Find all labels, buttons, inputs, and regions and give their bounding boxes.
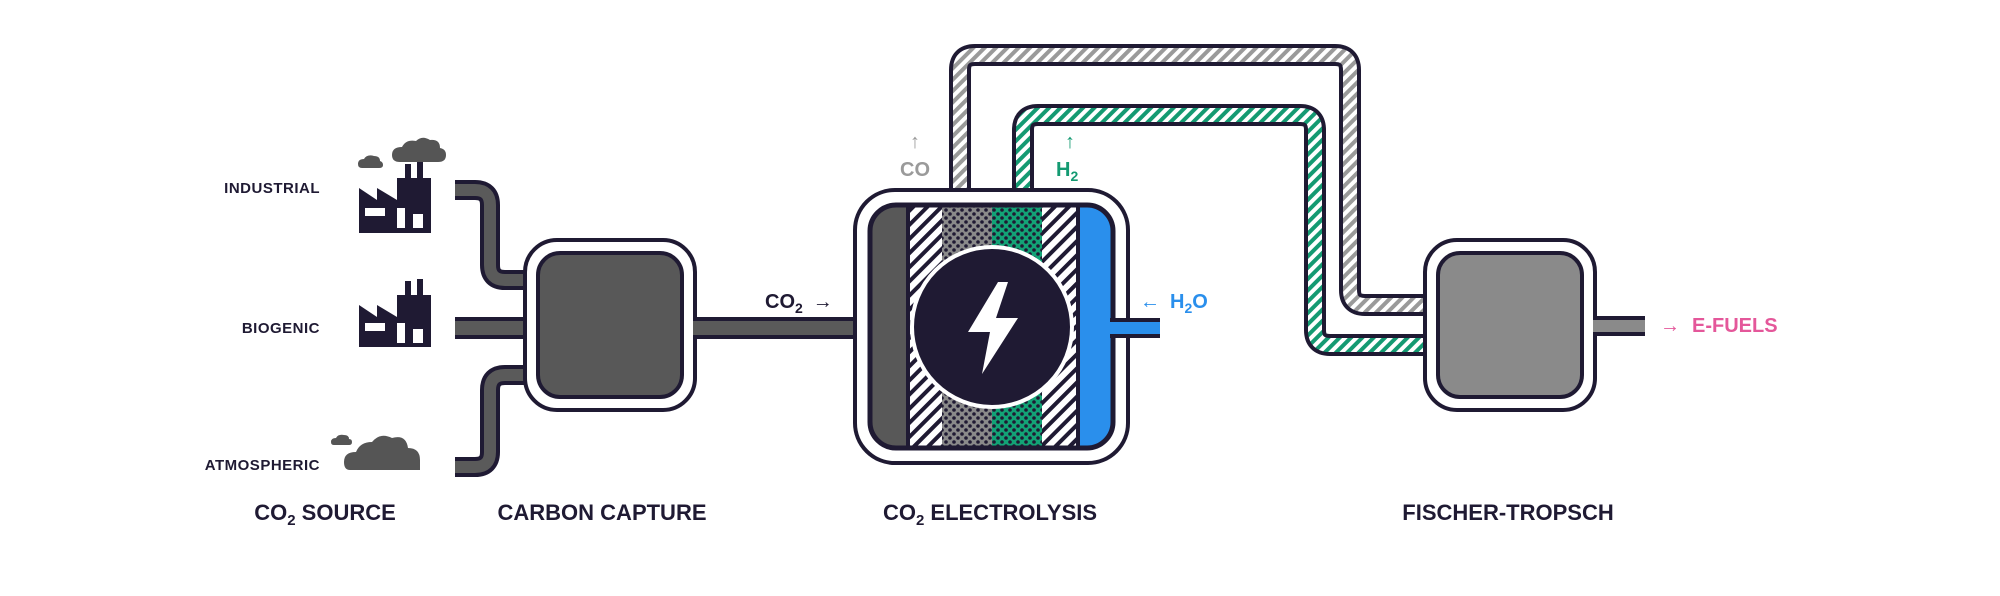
stage-title-fischer-tropsch: FISCHER-TROPSCH (1402, 500, 1613, 525)
stage-title-co2-electrolysis: CO2 ELECTROLYSIS (883, 500, 1097, 529)
source-pipes (455, 180, 545, 477)
h2-outlet-pipe (1012, 104, 1440, 356)
co-outlet-pipe (949, 44, 1440, 316)
source-label-biogenic: BIOGENIC (242, 320, 320, 337)
fischer-tropsch-unit (1423, 238, 1597, 412)
h2o-pipe (1110, 318, 1160, 338)
lightning-bolt-icon (968, 282, 1018, 374)
h2o-input-label: ←H2O (1140, 291, 1208, 316)
factory-icon (359, 162, 431, 233)
carbon-capture-unit (523, 238, 697, 412)
co2-input-label: CO2→ (765, 291, 833, 316)
stage-title-carbon-capture: CARBON CAPTURE (498, 500, 707, 525)
stage-title-co2-source: CO2 SOURCE (254, 500, 396, 529)
co2-pipe (693, 317, 873, 339)
co2-source-group: INDUSTRIAL BIOGENIC ATMOSPHERIC (205, 137, 446, 474)
source-label-atmospheric: ATMOSPHERIC (205, 457, 320, 474)
electrolysis-cell (853, 188, 1130, 465)
cloud-icon (331, 434, 420, 470)
co-output-label: CO (900, 159, 930, 181)
smoke-cloud-icon (358, 137, 446, 168)
h2-output-label: H2 (1056, 159, 1078, 184)
efuels-output-label: →E-FUELS (1660, 315, 1778, 337)
source-label-industrial: INDUSTRIAL (224, 180, 320, 197)
efuels-pipe (1593, 316, 1645, 336)
factory-icon (359, 279, 431, 347)
h2-arrow: ↑ (1065, 131, 1075, 153)
co-arrow: ↑ (910, 131, 920, 153)
